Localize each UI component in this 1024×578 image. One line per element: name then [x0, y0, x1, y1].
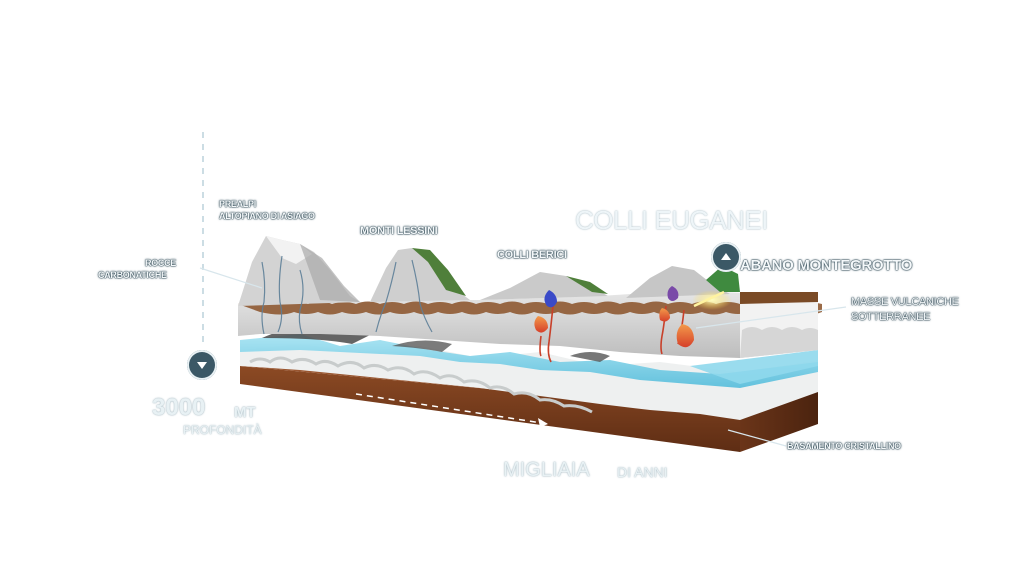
vegetation-lessini	[412, 248, 466, 296]
karst-band	[238, 301, 822, 315]
aquifer-water-layer	[240, 334, 818, 388]
soil-slab-front	[240, 366, 740, 452]
label-altopiano: ALTOPIANO DI ASIAGO	[219, 211, 315, 221]
leader-rocce	[199, 267, 263, 289]
crystalline-rock-layer	[240, 344, 818, 420]
soil-slab-side	[740, 384, 818, 452]
label-basamento: BASAMENTO CRISTALLINO	[787, 441, 901, 451]
label-sotterranee: SOTTERRANEE	[851, 311, 931, 323]
time-label-main: MIGLIAIA	[503, 459, 590, 481]
leader-masse	[695, 306, 847, 329]
label-abano-montegrotto: ABANO MONTEGROTTO	[740, 257, 913, 274]
time-label-rest: DI ANNI	[617, 464, 668, 480]
abano-up-button[interactable]	[711, 242, 741, 272]
rock-texture	[249, 356, 593, 414]
mountain-lessini	[370, 248, 470, 302]
volcanic-masses	[534, 286, 732, 363]
label-carbonatiche: CARBONATICHE	[98, 270, 167, 280]
label-monti-lessini: MONTI LESSINI	[360, 225, 438, 237]
label-rocce: ROCCE	[145, 258, 177, 268]
label-colli-berici: COLLI BERICI	[497, 249, 567, 261]
depth-unit: MT	[234, 404, 256, 421]
mountain-berici	[480, 272, 608, 300]
label-colli-euganei: COLLI EUGANEI	[575, 205, 768, 235]
depth-down-button[interactable]	[187, 350, 217, 380]
arrow-down-icon	[197, 362, 207, 369]
label-masse-vulcaniche: MASSE VULCANICHE	[851, 296, 959, 308]
depth-caption: PROFONDITÀ	[183, 423, 262, 437]
time-arrow-head	[538, 418, 548, 427]
mountain-euganei	[626, 266, 730, 298]
water-veins	[261, 255, 433, 335]
label-prealpi: PREALPI	[219, 199, 256, 209]
arrow-up-icon	[721, 253, 731, 260]
depth-value: 3000	[152, 394, 206, 421]
leader-basamento	[727, 429, 787, 447]
